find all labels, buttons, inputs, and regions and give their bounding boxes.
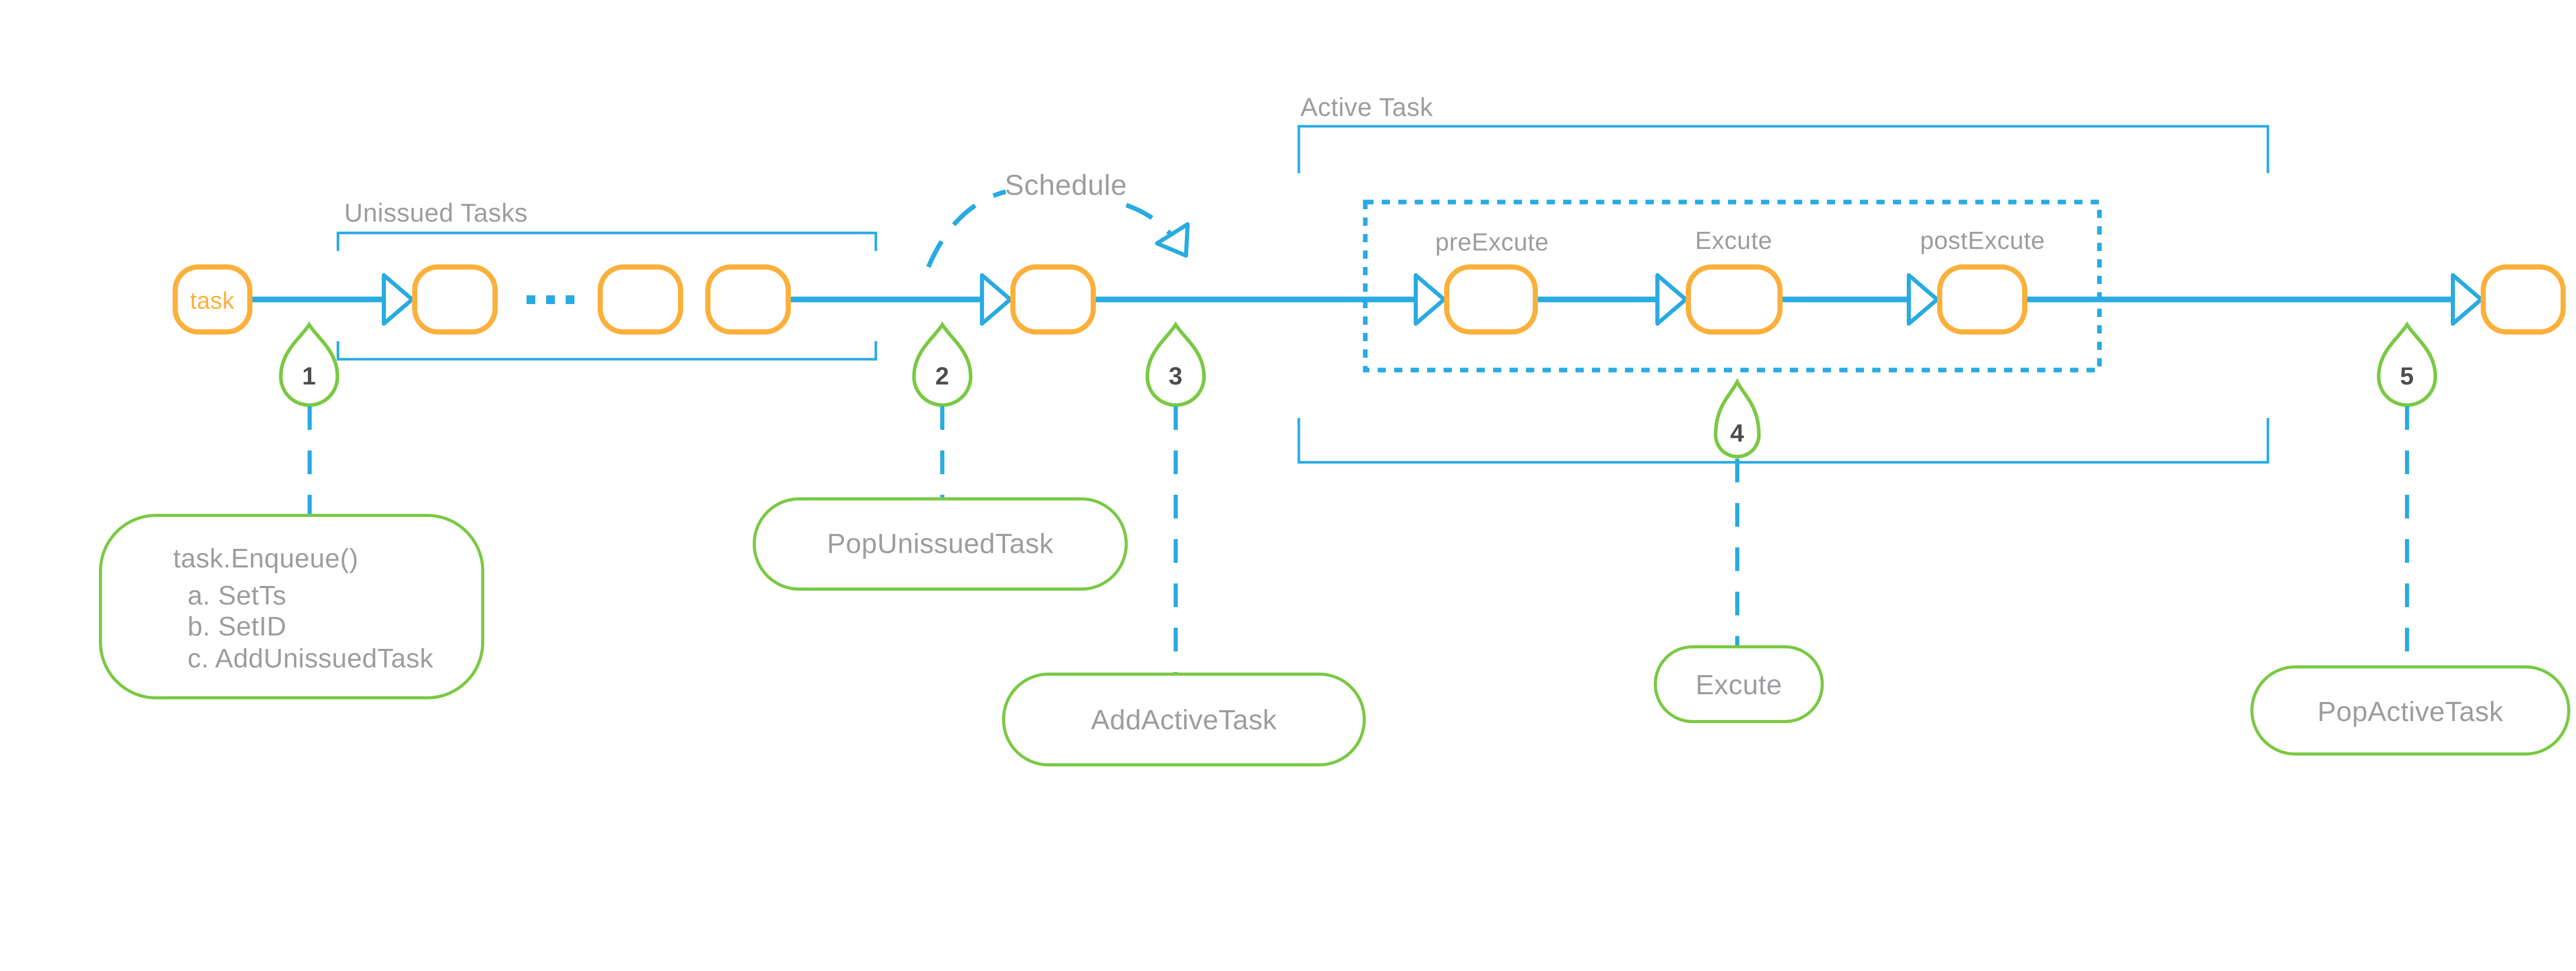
excute-stage-label: Excute [1695,227,1772,255]
step-pin-2 [912,321,973,407]
arrowhead-into-postexcute [1907,273,1939,326]
flow-node-excute [1686,264,1783,334]
pin-connector-group [308,406,2409,676]
callout-add-active-box [1002,673,1366,766]
flow-node-schedule [1010,264,1096,334]
step-pin-5 [2377,321,2437,407]
schedule-label: Schedule [1005,169,1127,201]
flow-node-postexcute [1937,264,2027,334]
active-task-bottom-bracket [1297,418,2269,464]
unissued-tasks-label: Unissued Tasks [344,198,528,227]
callout-pop-unissued-label: PopUnissuedTask [827,528,1054,559]
active-task-label: Active Task [1300,93,1433,122]
flow-node-end [2481,264,2566,334]
flow-node-queue-1 [412,264,498,334]
unissued-tasks-top-bracket [336,231,877,251]
step-pin-5-number: 5 [2400,363,2414,390]
active-task-dashed-boundary [1363,199,2102,373]
step-pin-3-number: 3 [1168,363,1183,390]
callout-box-group [99,497,2570,766]
schedule-arc-left [926,189,1007,268]
step-pin-2-number: 2 [935,363,950,390]
callout-enqueue-item-b: b. SetID [188,612,286,642]
flow-node-queue-3 [705,264,791,334]
bracket-group [336,125,2269,464]
step-pin-1 [279,321,340,407]
schedule-arc-arrowhead [1155,222,1190,258]
arrowhead-into-end [2451,273,2483,326]
schedule-arc-group [926,189,1186,268]
arrowhead-group [382,273,2483,326]
flow-node-task [173,264,252,334]
callout-pop-unissued-box [753,497,1128,591]
callout-pop-active-label: PopActiveTask [2317,696,2503,727]
step-pin-4 [1714,378,1761,459]
unissued-tasks-bottom-bracket [336,341,877,361]
postexcute-stage-label: postExcute [1920,227,2045,255]
flow-node-queue-2 [598,264,683,334]
arrowhead-into-queue [382,273,414,326]
callout-pop-active-box [2250,665,2570,756]
task-node-label: task [190,287,235,314]
active-task-top-bracket [1297,125,2269,173]
callout-excute-box [1654,645,1824,723]
preexcute-stage-label: preExcute [1435,229,1549,256]
callout-enqueue-title: task.Enqueue() [173,544,359,574]
arrowhead-into-preexcute [1414,273,1446,326]
callout-enqueue-box [99,514,484,699]
queue-ellipsis-dots [527,295,574,304]
step-pin-3 [1145,321,1206,407]
step-pin-4-number: 4 [1730,420,1744,447]
step-pin-1-number: 1 [302,363,316,390]
arrowhead-into-excute [1655,273,1688,326]
flow-node-preexcute [1444,264,1538,334]
arrowhead-into-schedule [980,273,1012,326]
flow-node-group [173,264,2566,334]
callout-add-active-label: AddActiveTask [1091,705,1277,735]
callout-enqueue-item-c: c. AddUnissuedTask [188,644,434,674]
callout-enqueue-item-a: a. SetTs [188,581,286,611]
callout-excute-label: Excute [1695,669,1783,700]
step-pin-group [279,321,2437,459]
